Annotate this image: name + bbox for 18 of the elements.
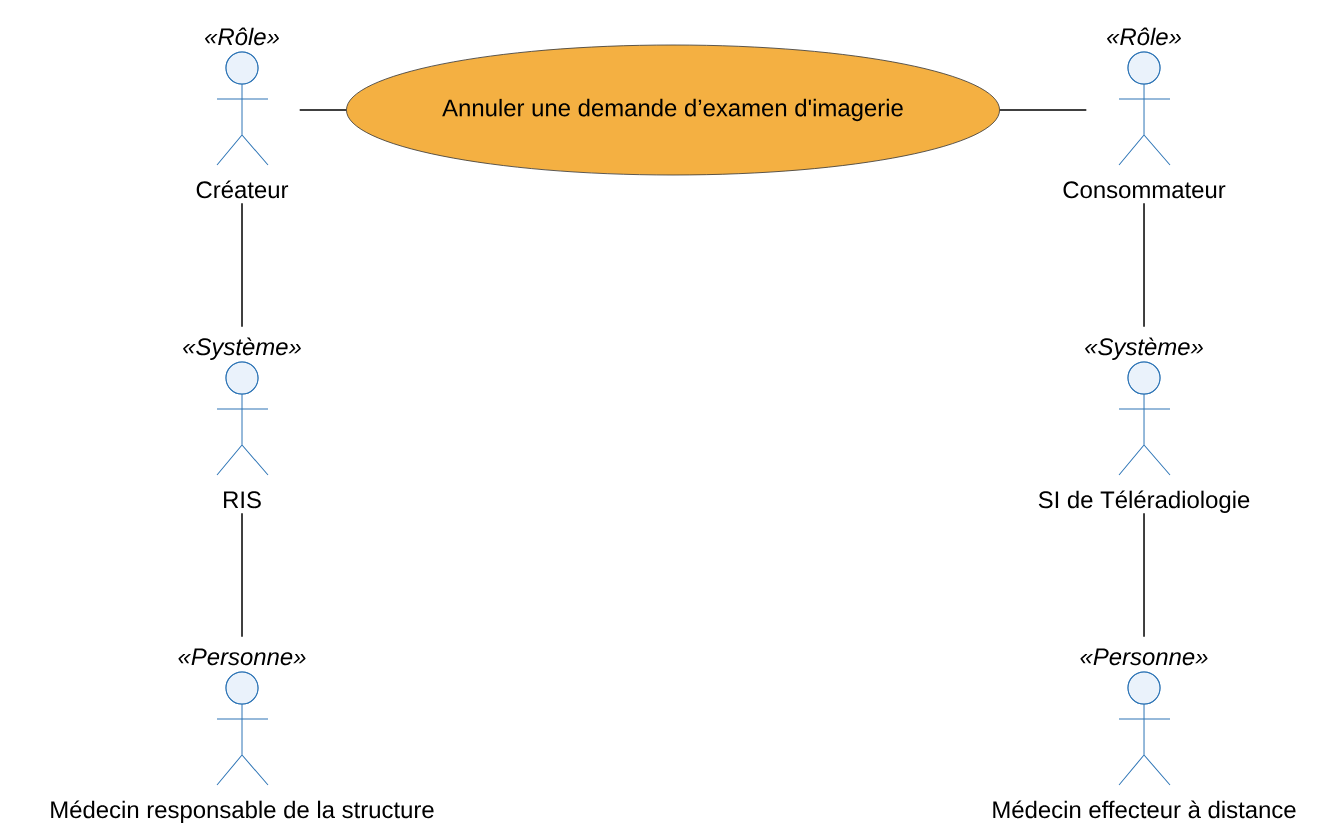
- actor-name: Créateur: [196, 180, 289, 199]
- actor-name: SI de Téléradiologie: [1038, 490, 1250, 513]
- association-line: [298, 109, 347, 111]
- stereotype-label: «Rôle»: [205, 27, 279, 46]
- stereotype-label: «Système»: [1085, 337, 1203, 360]
- actor-name: Médecin responsable de la structure: [51, 800, 434, 823]
- actor-name: Médecin effecteur à distance: [993, 800, 1296, 819]
- association-line: [999, 109, 1088, 111]
- association-line: [241, 202, 243, 328]
- association-line: [1143, 512, 1145, 638]
- actor-name: RIS: [224, 491, 261, 509]
- association-line: [241, 512, 243, 638]
- actor-name: Consommateur: [1063, 181, 1226, 199]
- stereotype-label: «Personne»: [178, 648, 306, 666]
- stereotype-label: «Système»: [183, 337, 301, 360]
- stereotype-label: «Personne»: [1080, 648, 1208, 666]
- stereotype-label: «Rôle»: [1107, 27, 1181, 46]
- association-line: [1143, 202, 1145, 328]
